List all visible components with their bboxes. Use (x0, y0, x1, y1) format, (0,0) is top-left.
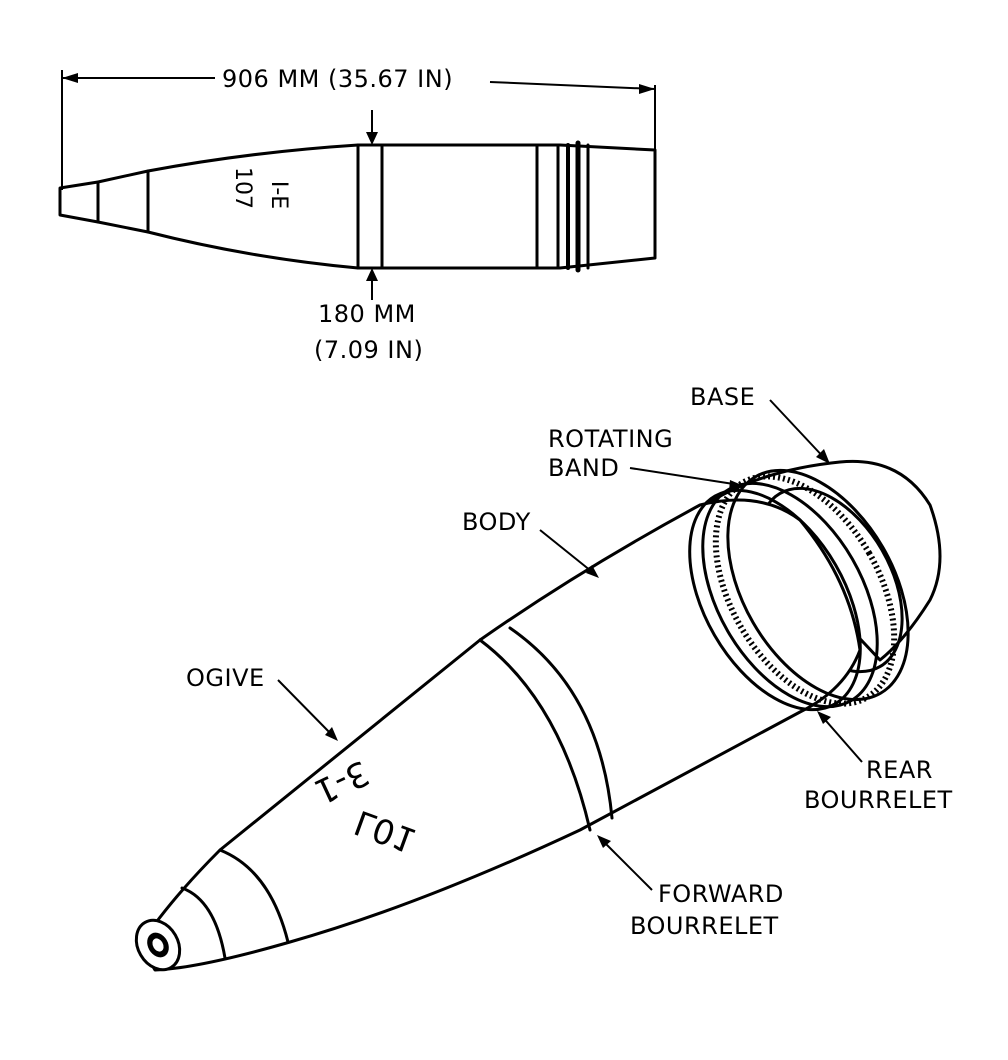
iso-nose (134, 918, 182, 972)
rotating-band-label-1: ROTATING (548, 425, 673, 453)
side-view: 906 MM (35.67 IN) 107 I-E (58, 65, 657, 364)
length-label: 906 MM (35.67 IN) (222, 65, 453, 93)
body-label: BODY (462, 508, 531, 536)
base-label: BASE (690, 383, 755, 411)
ogive-label: OGIVE (186, 664, 265, 692)
side-view-projectile: 107 I-E (58, 140, 657, 273)
length-dimension: 906 MM (35.67 IN) (61, 65, 656, 190)
iso-ogive (180, 848, 290, 960)
diameter-label-2: (7.09 IN) (314, 336, 423, 364)
diameter-label-1: 180 MM (318, 300, 416, 328)
forward-bourrelet-label-1: FORWARD (658, 880, 784, 908)
rotating-band-label-2: BAND (548, 454, 619, 482)
isometric-view: 3-1 L01 (134, 459, 942, 972)
iso-rotating-band (688, 468, 910, 712)
callouts: BASE ROTATING BAND BODY OGIVE REAR BOURR… (186, 383, 953, 940)
iso-forward-bourrelet (478, 626, 614, 832)
rear-bourrelet-label-1: REAR (866, 756, 933, 784)
diameter-dimension: 180 MM (7.09 IN) (314, 110, 423, 364)
side-marking-1: 107 (230, 167, 255, 209)
iso-body-outline (138, 498, 862, 972)
side-marking-2: I-E (266, 181, 291, 209)
rear-bourrelet-label-2: BOURRELET (804, 786, 953, 814)
forward-bourrelet-label-2: BOURRELET (630, 912, 779, 940)
